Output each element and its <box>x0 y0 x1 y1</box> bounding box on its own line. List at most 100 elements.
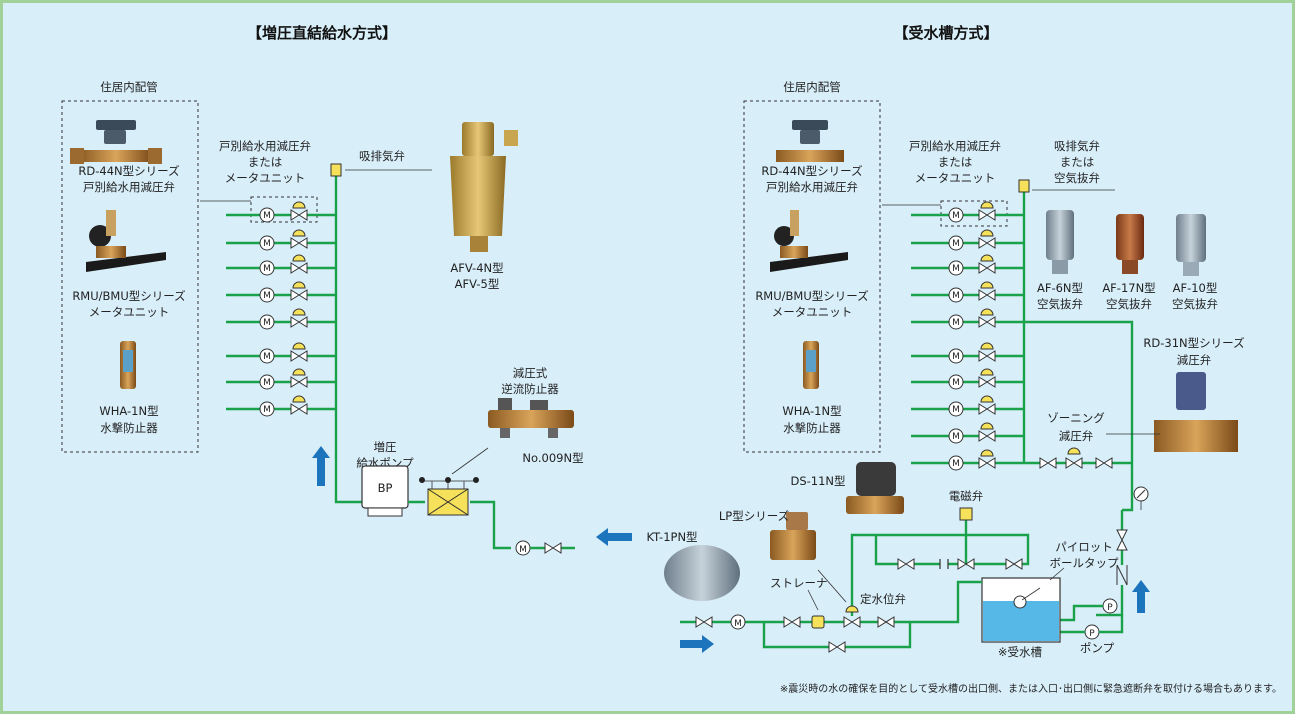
af10-image <box>1176 214 1206 276</box>
zoning-valve-group <box>1039 447 1113 469</box>
right-branch-row: M <box>911 368 1024 390</box>
left-branch-valve-symbol <box>290 262 308 274</box>
right-branch-valve-cap <box>980 308 994 316</box>
right-branch-row: M <box>911 422 1024 444</box>
rmu-meter-unit-image <box>86 210 166 272</box>
right-upflow-arrow <box>1132 580 1150 613</box>
right-branch-meter-text: M <box>952 459 960 469</box>
right-branch-valve-symbol <box>978 237 996 249</box>
left-branch-meter-text: M <box>263 264 271 274</box>
right-branch-meter-text: M <box>952 378 960 388</box>
left-branch-meter-symbol <box>259 348 275 364</box>
pressure-gauge <box>1133 486 1149 510</box>
right-product-3-line1: WHA-1N型 <box>782 404 841 418</box>
right-branch-valve-cap <box>980 281 994 289</box>
left-inlet-valve <box>544 542 562 554</box>
right-branch-valve-cap <box>980 449 994 457</box>
right-branch-valve-symbol <box>978 209 996 221</box>
level-valve-label: 定水位弁 <box>860 592 906 606</box>
left-branch-meter-symbol <box>259 374 275 390</box>
right-branch-valve-symbol <box>978 376 996 388</box>
left-inlet-meter: M <box>515 540 531 556</box>
right-air-valve-line2: または <box>1060 155 1095 169</box>
af17n-line2: 空気抜弁 <box>1106 297 1152 311</box>
no009n-image <box>488 398 574 438</box>
right-branch-valve-cap <box>980 395 994 403</box>
left-callout-line2: または <box>248 155 283 169</box>
right-branch-meter-text: M <box>952 239 960 249</box>
left-product-1-line2: 戸別給水用減圧弁 <box>83 180 175 194</box>
right-callout-line3: メータユニット <box>915 171 996 185</box>
strainer-label: ストレーナ <box>770 576 828 590</box>
tank-label: ※受水槽 <box>998 645 1043 659</box>
left-branch-row: M <box>226 395 336 417</box>
right-branch-meter-text: M <box>952 211 960 221</box>
right-vertical-valve <box>1116 529 1128 551</box>
right-branch-meter-text: M <box>952 291 960 301</box>
zoning-line1: ゾーニング <box>1047 411 1105 425</box>
right-branch-valve-cap <box>980 254 994 262</box>
zoning-line2: 減圧弁 <box>1059 429 1094 443</box>
left-branch-valve-cap <box>292 201 306 209</box>
backflow-model: No.009N型 <box>522 451 583 465</box>
right-branch-valve-symbol <box>978 262 996 274</box>
right-branch-meter-symbol <box>948 428 964 444</box>
left-callout-dash-box <box>250 196 318 223</box>
right-branch-valve-symbol <box>978 457 996 469</box>
right-air-valve-symbol <box>1018 179 1030 193</box>
right-branch-meter-text: M <box>952 264 960 274</box>
rd31n-line1: RD-31N型シリーズ <box>1143 336 1244 350</box>
right-branch-valve-cap <box>980 368 994 376</box>
wha1n-arrester-image-right <box>803 341 819 389</box>
afv-model-line2: AFV-5型 <box>455 277 500 291</box>
lp-image <box>770 512 816 560</box>
left-branch-valve-cap <box>292 254 306 262</box>
right-title: 【受水槽方式】 <box>893 24 998 42</box>
right-air-valve-line1: 吸排気弁 <box>1054 139 1100 153</box>
svg-text:P: P <box>1107 603 1113 613</box>
left-branch-valve-symbol <box>290 376 308 388</box>
left-branch-valve-symbol <box>290 350 308 362</box>
left-branch-meter-symbol <box>259 401 275 417</box>
bp-label: BP <box>378 481 393 495</box>
ds11n-image <box>846 462 904 514</box>
pilot-line1: パイロット <box>1055 540 1113 554</box>
right-check-valve <box>1116 564 1128 586</box>
booster-pump-symbol <box>361 465 409 517</box>
right-branch-meter-symbol <box>948 235 964 251</box>
rmu-meter-unit-image-right <box>770 210 848 272</box>
right-branch-meter-symbol <box>948 314 964 330</box>
left-branch-valve-cap <box>292 308 306 316</box>
rd44n-valve-image <box>70 120 162 164</box>
pump-label: ポンプ <box>1080 641 1115 655</box>
left-branch-row: M <box>226 342 336 364</box>
right-branch-meter-text: M <box>952 352 960 362</box>
left-branch-meter-symbol <box>259 314 275 330</box>
left-upflow-arrow <box>312 446 330 486</box>
right-branch-meter-text: M <box>952 318 960 328</box>
right-branch-meter-text: M <box>952 432 960 442</box>
left-product-2-line2: メータユニット <box>89 305 170 319</box>
right-callout-dash-box <box>940 200 1008 227</box>
left-branch-valve-cap <box>292 281 306 289</box>
right-branch-valve-symbol <box>978 350 996 362</box>
right-branch-valve-symbol <box>978 403 996 415</box>
right-branch-row: M <box>911 342 1024 364</box>
right-branch-valve-symbol <box>978 430 996 442</box>
lp-label: LP型シリーズ <box>719 509 789 523</box>
afv-model-line1: AFV-4N型 <box>450 261 503 275</box>
right-branch-meter-symbol <box>948 207 964 223</box>
af6n-image <box>1046 210 1074 274</box>
kt1pn-image <box>664 545 740 601</box>
left-branch-row: M <box>226 229 336 251</box>
left-branch-meter-symbol <box>259 260 275 276</box>
right-branch-row: M <box>911 449 1024 471</box>
right-branch-meter-symbol <box>948 455 964 471</box>
af6n-line1: AF-6N型 <box>1037 281 1083 295</box>
right-callout-line2: または <box>938 155 973 169</box>
af6n-line2: 空気抜弁 <box>1037 297 1083 311</box>
svg-text:M: M <box>519 545 527 555</box>
right-supply-valves: M <box>695 507 1023 653</box>
